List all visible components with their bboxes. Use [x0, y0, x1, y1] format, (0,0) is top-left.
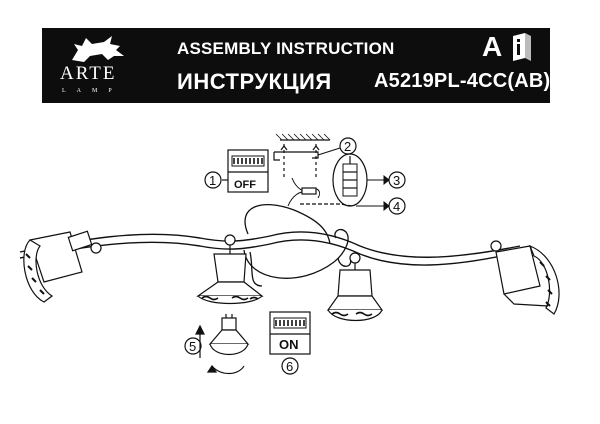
step-6-number: 6 [286, 359, 293, 374]
step-1-marker: 1 [204, 171, 222, 189]
switch-on-label: ON [279, 337, 299, 352]
language-mark: A [482, 31, 503, 62]
brand-name: ARTE [60, 63, 117, 84]
terminal-block [332, 153, 368, 207]
step-2-number: 2 [344, 139, 351, 154]
step-3-marker: 3 [388, 171, 406, 189]
switch-off-label: OFF [234, 179, 256, 191]
decorative-scroll [243, 203, 352, 287]
spotlight-left-inner [196, 234, 264, 305]
step-1-number: 1 [209, 173, 216, 188]
spotlight-right-outer [490, 240, 560, 315]
step-4-marker: 4 [388, 197, 406, 215]
step-5-marker: 5 [184, 337, 202, 355]
bulb-illustration [195, 314, 250, 375]
griffin-logo-icon [72, 36, 124, 62]
model-number: A5219PL-4CC(AB) [374, 70, 551, 92]
leader-lines [317, 147, 390, 212]
spotlight-right-inner [326, 252, 384, 321]
switch-on-illustration [269, 311, 311, 355]
step-2-marker: 2 [339, 137, 357, 155]
info-book-icon [513, 33, 531, 61]
step-5-number: 5 [189, 339, 196, 354]
title-russian: ИНСТРУКЦИЯ [177, 69, 332, 94]
supply-wire [300, 203, 353, 207]
fixture-arm [19, 231, 521, 266]
header-banner: ARTE LAMP ASSEMBLY INSTRUCTION ИНСТРУКЦИ… [42, 28, 550, 103]
step-6-marker: 6 [281, 357, 299, 375]
step-3-number: 3 [393, 173, 400, 188]
spotlight-left-outer [23, 230, 102, 303]
title-english: ASSEMBLY INSTRUCTION [177, 39, 395, 58]
brand-subtitle: LAMP [62, 88, 123, 94]
step-4-number: 4 [393, 199, 400, 214]
ceiling-mount [273, 133, 331, 207]
switch-off-illustration [227, 149, 269, 193]
